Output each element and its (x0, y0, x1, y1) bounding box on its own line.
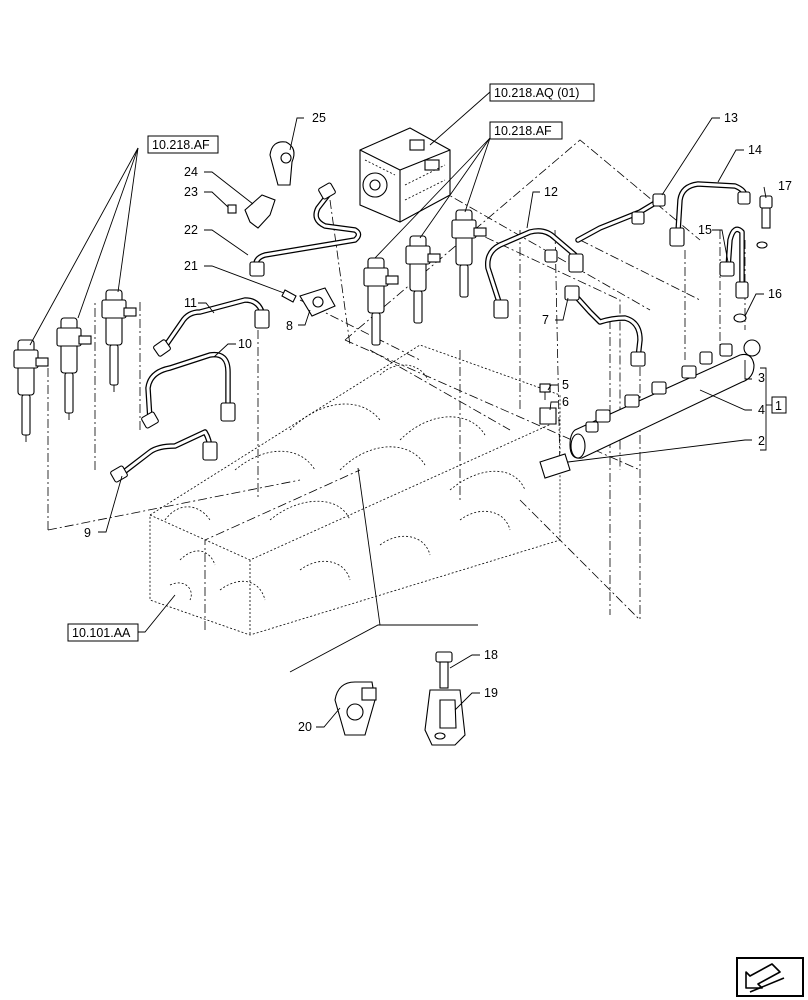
assembly-lines (47, 139, 746, 630)
injector (56, 317, 92, 420)
callout-11: 11 (184, 296, 197, 310)
pipe-fittings (110, 182, 751, 483)
ref-box-aq: 10.218.AQ (01) (489, 83, 595, 102)
ref-box-af-mid: 10.218.AF (489, 121, 563, 140)
callout-17: 17 (778, 179, 792, 193)
callout-8: 8 (286, 319, 293, 333)
injector (13, 339, 49, 442)
callout-12: 12 (544, 185, 558, 199)
callout-7: 7 (542, 313, 549, 327)
callout-2: 2 (758, 434, 765, 448)
common-rail (569, 339, 761, 459)
injector (451, 209, 487, 298)
callout-9: 9 (84, 526, 91, 540)
injector (405, 235, 441, 324)
callout-24: 24 (184, 165, 198, 179)
callout-14: 14 (748, 143, 762, 157)
leader-lines (29, 91, 772, 728)
callout-10: 10 (238, 337, 252, 351)
callout-5: 5 (562, 378, 569, 392)
ref-box-af-top: 10.218.AF (147, 135, 219, 154)
callout-4: 4 (758, 403, 765, 417)
callout-23: 23 (184, 185, 198, 199)
small-parts (227, 141, 773, 746)
callout-15: 15 (698, 223, 712, 237)
callout-1: 1 (775, 399, 782, 413)
callout-22: 22 (184, 223, 198, 237)
callout-16: 16 (768, 287, 782, 301)
callout-6: 6 (562, 395, 569, 409)
injector (101, 289, 137, 392)
ref-box-aa: 10.101.AA (67, 623, 139, 642)
injector-group-middle (363, 209, 487, 346)
ref-af-mid: 10.218.AF (494, 124, 552, 138)
injector-group-left (13, 289, 137, 442)
callout-20: 20 (298, 720, 312, 734)
callout-21: 21 (184, 259, 198, 273)
cylinder-head (149, 344, 561, 636)
injector (363, 257, 399, 346)
callout-numbers: 2 3 4 5 6 7 8 9 10 11 12 13 14 15 16 17 … (84, 111, 792, 734)
ref-aq: 10.218.AQ (01) (494, 86, 579, 100)
callout-3: 3 (758, 371, 765, 385)
callout-19: 19 (484, 686, 498, 700)
reference-labels: 10.218.AF 10.218.AF 10.218.AQ (01) 10.10… (67, 83, 787, 642)
callout-25: 25 (312, 111, 326, 125)
ref-box-1: 1 (771, 396, 787, 414)
fuel-pipes (117, 181, 748, 478)
ref-aa: 10.101.AA (72, 626, 131, 640)
callout-13: 13 (724, 111, 738, 125)
callout-18: 18 (484, 648, 498, 662)
fuel-pump (359, 127, 451, 223)
ref-af-top: 10.218.AF (152, 138, 210, 152)
arrow-icon[interactable] (736, 957, 804, 997)
